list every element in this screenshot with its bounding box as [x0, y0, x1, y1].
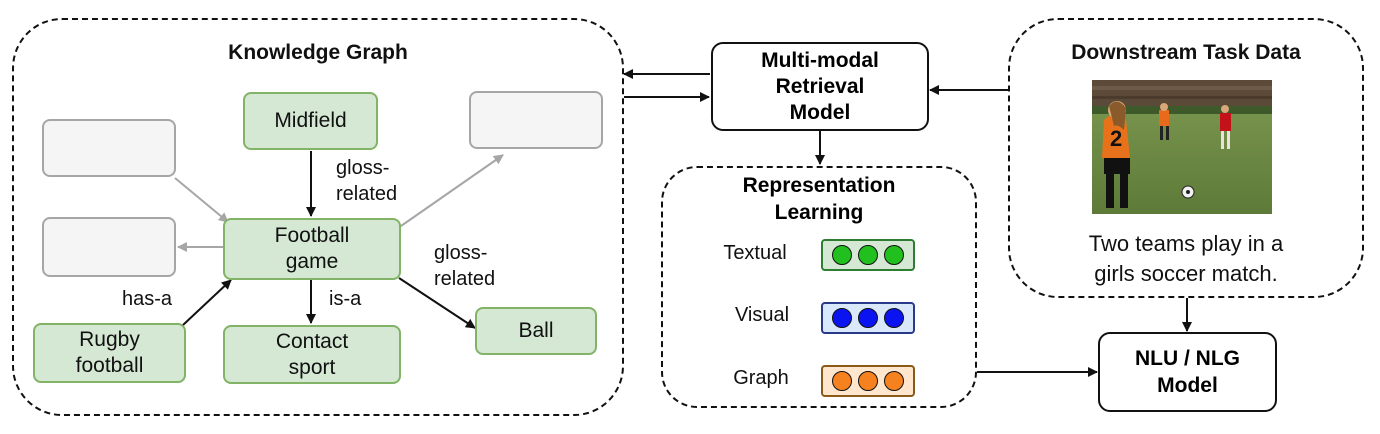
downstream-task-panel — [1008, 18, 1364, 298]
representation-label-textual: Textual — [723, 242, 787, 264]
kg-placeholder-node-right — [469, 91, 603, 149]
embedding-visual-dot — [832, 308, 852, 328]
downstream-caption-line1: Two teams play in a — [1088, 231, 1284, 256]
kg-node-football-game: Football game — [223, 218, 401, 280]
svg-text:2: 2 — [1110, 126, 1122, 151]
edge-football-to-ghost-right — [400, 154, 504, 227]
representation-title-line2: Learning — [774, 201, 864, 224]
downstream-task-title: Downstream Task Data — [1071, 41, 1301, 64]
representation-title-line1: Representation — [742, 174, 896, 197]
embedding-graph-dot — [884, 371, 904, 391]
kg-node-football-label-line1: Football — [274, 224, 350, 247]
embedding-visual-dot — [884, 308, 904, 328]
kg-node-ball-label: Ball — [518, 319, 554, 342]
edge-label-gloss-related-1-line1: gloss- — [336, 157, 390, 179]
kg-placeholder-node-left — [42, 119, 176, 177]
edge-football-to-ball — [398, 277, 476, 329]
representation-label-visual: Visual — [734, 304, 790, 326]
kg-node-rugby-label-line2: football — [75, 354, 144, 377]
retrieval-model-label-line2: Retrieval — [775, 74, 865, 98]
downstream-caption-line2: girls soccer match. — [1094, 261, 1278, 286]
representation-learning-panel — [661, 166, 977, 408]
kg-node-ball: Ball — [475, 307, 597, 355]
edge-rugby-to-football — [182, 279, 232, 326]
embedding-graph-dot — [832, 371, 852, 391]
embedding-textual-dot — [832, 245, 852, 265]
edge-label-gloss-related-2-line2: related — [434, 268, 496, 290]
soccer-photo: 2 — [1092, 80, 1272, 214]
embedding-graph-dot — [858, 371, 878, 391]
edge-label-gloss-related-2: gloss- related — [434, 240, 495, 292]
representation-label-graph: Graph — [733, 367, 789, 389]
edge-label-gloss-related-1: gloss- related — [336, 155, 397, 207]
knowledge-graph-title: Knowledge Graph — [228, 41, 408, 64]
embedding-visual-dot — [858, 308, 878, 328]
nlu-nlg-model-box: NLU / NLG Model — [1098, 332, 1277, 412]
soccer-photo-illustration: 2 — [1092, 80, 1272, 214]
retrieval-model-box: Multi-modal Retrieval Model — [711, 42, 929, 131]
kg-node-contact-sport: Contact sport — [223, 325, 401, 384]
kg-node-football-label-line2: game — [285, 250, 339, 273]
embedding-textual-dot — [884, 245, 904, 265]
kg-placeholder-node-mid — [42, 217, 176, 277]
edge-label-gloss-related-2-line1: gloss- — [434, 242, 488, 264]
embedding-graph — [821, 365, 915, 397]
kg-node-contact-label-line2: sport — [288, 355, 336, 379]
edge-label-has-a: has-a — [122, 288, 173, 310]
edge-label-is-a: is-a — [329, 288, 362, 310]
retrieval-model-label-line3: Model — [789, 100, 851, 124]
edge-label-gloss-related-1-line2: related — [336, 183, 398, 205]
kg-node-rugby-label-line1: Rugby — [79, 328, 140, 351]
nlu-model-label-line1: NLU / NLG — [1135, 347, 1240, 370]
embedding-textual-dot — [858, 245, 878, 265]
embedding-textual — [821, 239, 915, 271]
downstream-caption: Two teams play in a girls soccer match. — [1008, 229, 1364, 289]
representation-learning-title: Representation Learning — [661, 171, 977, 227]
kg-node-midfield-label: Midfield — [274, 109, 347, 132]
kg-node-rugby-football: Rugby football — [33, 323, 186, 383]
kg-node-contact-label-line1: Contact — [275, 329, 349, 353]
kg-node-midfield: Midfield — [243, 92, 378, 150]
embedding-visual — [821, 302, 915, 334]
retrieval-model-label-line1: Multi-modal — [761, 48, 879, 72]
knowledge-graph-panel — [12, 18, 624, 416]
edge-ghost-left-to-football — [174, 177, 229, 223]
nlu-model-label-line2: Model — [1157, 374, 1218, 397]
